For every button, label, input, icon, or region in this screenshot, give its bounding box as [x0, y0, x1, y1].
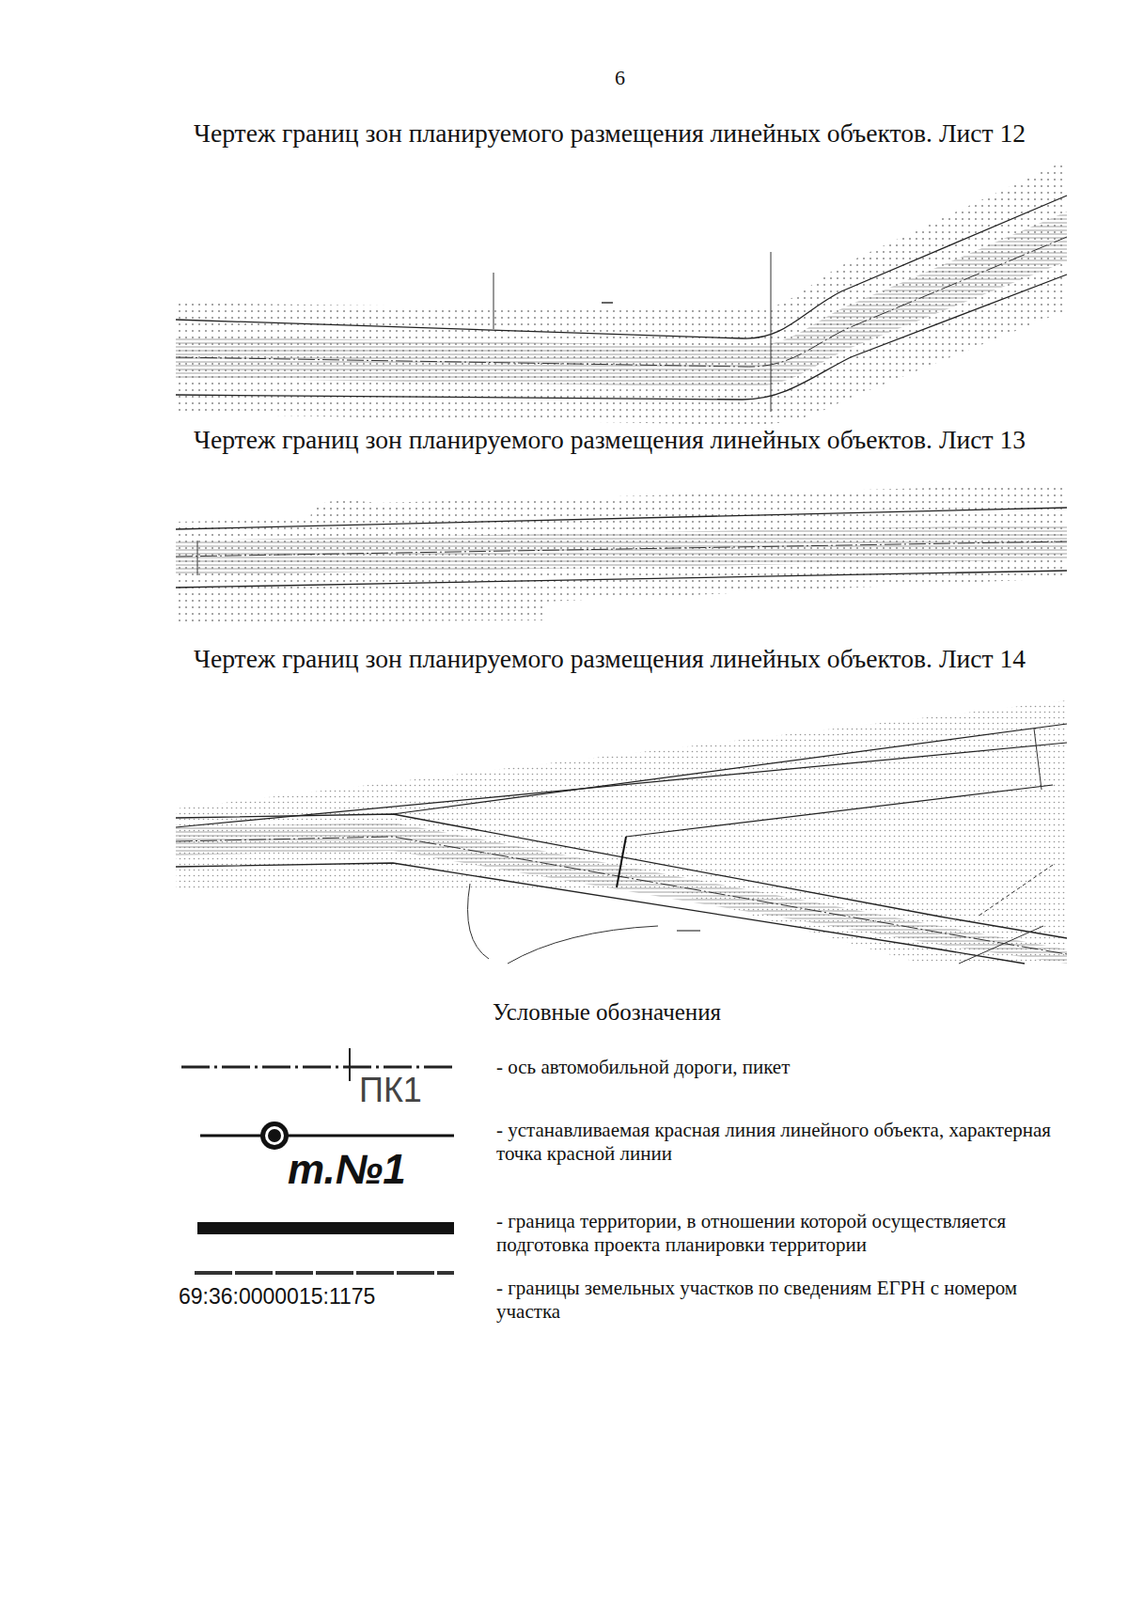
sheet-title: Чертеж границ зон планируемого размещени…	[193, 642, 1026, 674]
sheet-13-drawing	[175, 484, 1067, 623]
legend-text: - устанавливаемая красная линия линейног…	[496, 1118, 1056, 1166]
picket-sample: ПК1	[359, 1069, 423, 1111]
legend-samples	[181, 1048, 455, 1273]
page-number: 6	[614, 65, 626, 91]
legend-heading: Условные обозначения	[492, 998, 721, 1027]
parcel-number-sample: 69:36:0000015:1175	[178, 1284, 376, 1311]
legend-text: - границы земельных участков по сведения…	[496, 1276, 1056, 1324]
legend-text: - ось автомобильной дороги, пикет	[496, 1055, 1056, 1080]
sheet-title: Чертеж границ зон планируемого размещени…	[193, 423, 1026, 455]
point-sample: т.№1	[287, 1144, 407, 1195]
sheet-title: Чертеж границ зон планируемого размещени…	[193, 117, 1026, 149]
sheet-12-drawing	[175, 159, 1067, 425]
sheet-14-drawing	[175, 700, 1067, 964]
legend-text: - граница территории, в отношении которо…	[496, 1209, 1056, 1257]
